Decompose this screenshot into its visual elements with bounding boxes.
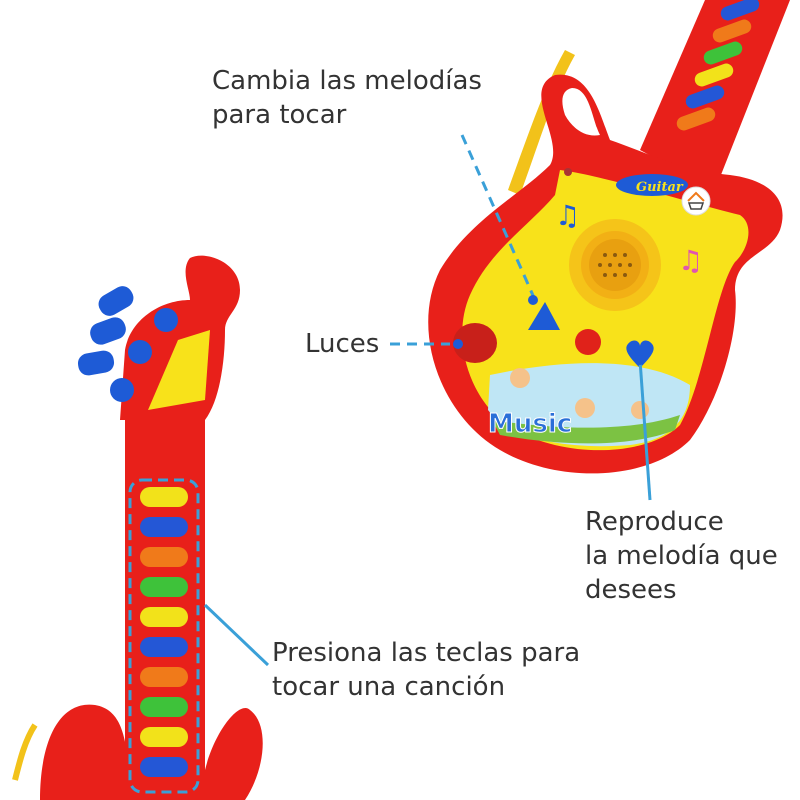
annotation-line: Presiona las teclas para (272, 638, 581, 668)
callout-dot (635, 355, 645, 365)
music-note-icon: ♫ (678, 244, 703, 277)
callout-line-play-melody (638, 359, 652, 501)
neck-key[interactable] (140, 547, 188, 567)
brand-badge: Guitar (616, 174, 688, 196)
annotation-line: tocar una canción (272, 672, 506, 702)
headstock (120, 255, 240, 420)
tuning-pegs (77, 286, 178, 402)
annotation-line: desees (585, 575, 677, 605)
neck-key[interactable] (140, 697, 188, 717)
neck-keys[interactable] (140, 487, 188, 777)
speaker-sunflower (569, 219, 661, 311)
cart-home-icon[interactable] (681, 186, 711, 216)
round-button[interactable] (575, 329, 601, 355)
headstock-decal (148, 330, 210, 410)
callout-dot (528, 295, 538, 305)
body-cutout (562, 88, 600, 136)
annotation-line: Reproduce (585, 507, 724, 537)
annotation-line: para tocar (212, 100, 347, 130)
neck-key[interactable] (140, 577, 188, 597)
neck-key[interactable] (140, 607, 188, 627)
callout-line-press-keys (203, 603, 270, 667)
music-note-icon: ♫ (555, 199, 580, 232)
annotation-play-melody: Reproduce la melodía que desees (585, 505, 778, 607)
sticker-label: Music (488, 409, 572, 439)
brand-label: Guitar (636, 180, 684, 195)
callout-line-change-melody (460, 134, 537, 301)
light-lens (453, 323, 497, 363)
annotation-change-melody: Cambia las melodías para tocar (212, 64, 482, 132)
callout-lines (203, 134, 652, 667)
led-indicator (564, 168, 572, 176)
music-sticker: Music (488, 363, 690, 447)
annotation-lights: Luces (305, 329, 380, 359)
neck-key[interactable] (140, 727, 188, 747)
heart-button-icon[interactable] (626, 340, 654, 368)
callout-dot (453, 339, 463, 349)
neck-key[interactable] (140, 517, 188, 537)
annotation-line: Cambia las melodías (212, 66, 482, 96)
neck-key[interactable] (140, 637, 188, 657)
triangle-button-icon[interactable] (528, 302, 560, 330)
neck-keys-top (676, 0, 760, 131)
neck-key[interactable] (140, 487, 188, 507)
neck-key[interactable] (140, 757, 188, 777)
annotation-press-keys: Presiona las teclas para tocar una canci… (272, 636, 580, 704)
guitar-body-right: ♫ ♫ Guitar Music (428, 0, 790, 474)
guitar-neck-left (12, 255, 263, 800)
annotation-line: la melodía que (585, 541, 778, 571)
neck-key[interactable] (140, 667, 188, 687)
strap-left (12, 723, 38, 781)
lower-body-left (40, 704, 130, 800)
lower-body-right (205, 708, 263, 800)
keys-callout-box (128, 478, 200, 794)
